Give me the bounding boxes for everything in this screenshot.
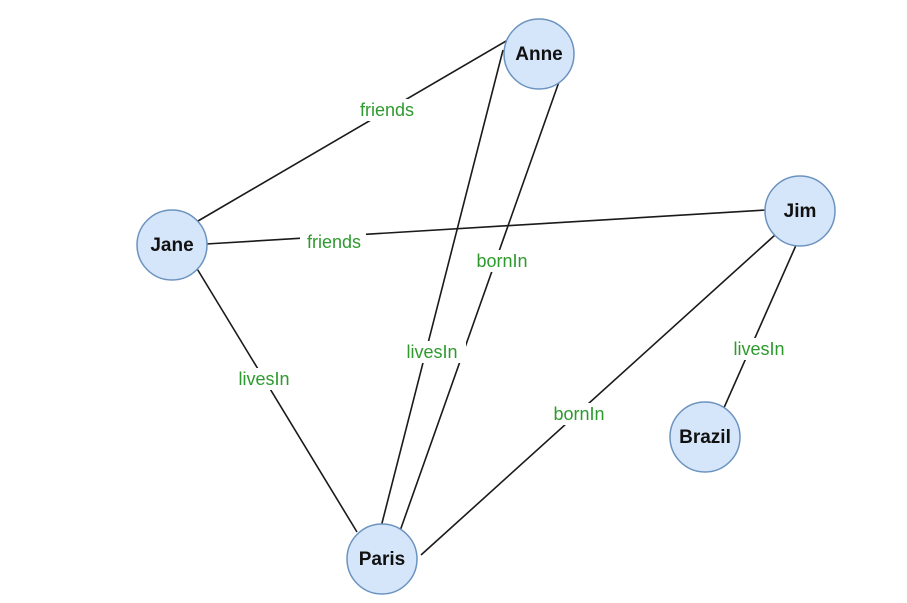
edge-label-bornin: bornIn [476,251,527,271]
edge-label-livesin: livesIn [406,342,457,362]
edge-jim-brazil-livesin [722,242,798,411]
node-label-jim: Jim [784,201,817,222]
node-jim: Jim [764,175,836,247]
edge-jane-anne-friends [197,36,514,222]
node-paris: Paris [346,523,418,595]
nodes: Anne Jane Jim Paris Brazil [136,18,836,595]
edge-label-friends: friends [307,232,361,252]
node-label-jane: Jane [150,235,193,256]
node-label-paris: Paris [359,549,405,570]
edge-anne-paris-livesin [380,49,504,528]
edges [195,36,798,556]
edge-jane-paris-livesin [195,266,358,533]
edge-label-livesin: livesIn [733,339,784,359]
edge-labels: friends friends livesIn livesIn bornIn b… [230,99,793,425]
edge-label-livesin: livesIn [238,369,289,389]
edge-jane-jim-friends [205,209,767,245]
node-jane: Jane [136,209,208,281]
node-anne: Anne [503,18,575,90]
node-brazil: Brazil [669,401,741,473]
edge-label-friends: friends [360,100,414,120]
node-label-anne: Anne [515,44,563,65]
node-label-brazil: Brazil [679,427,731,448]
edge-jim-paris-bornin [420,234,776,556]
edge-label-bornin: bornIn [553,404,604,424]
edge-anne-paris-bornin [399,78,561,532]
